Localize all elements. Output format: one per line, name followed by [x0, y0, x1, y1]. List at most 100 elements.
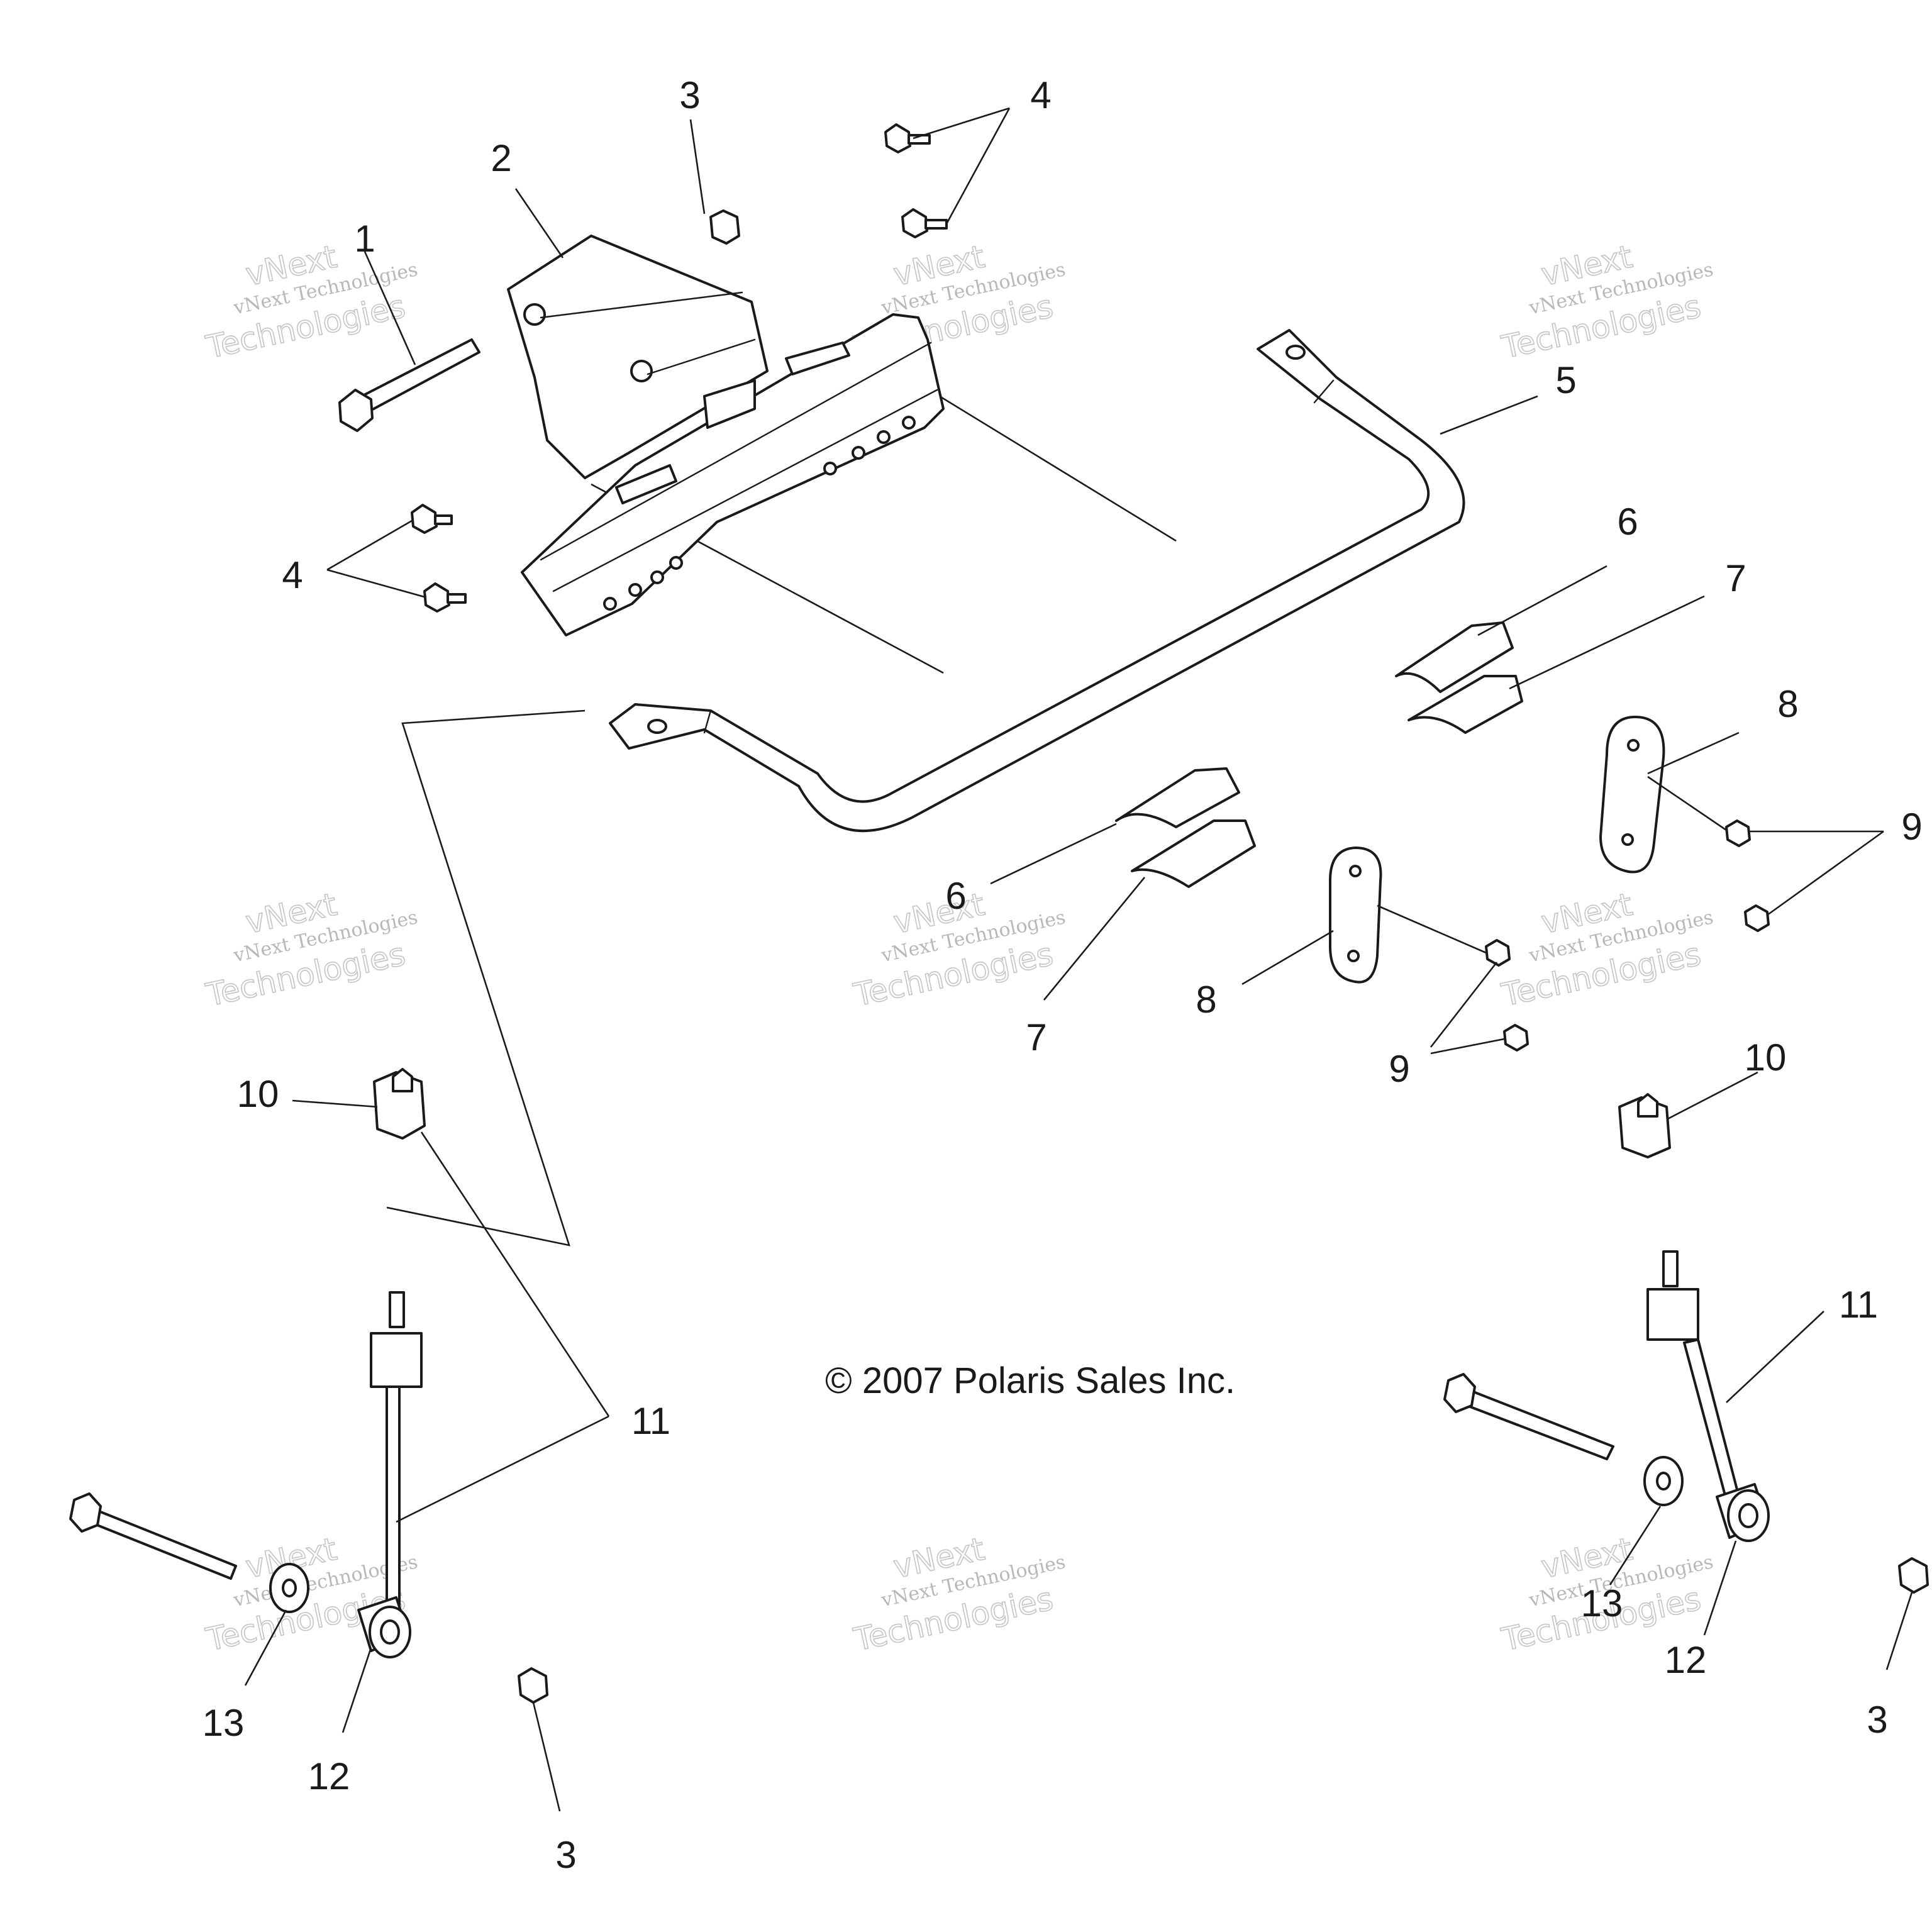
small-bolt-head [423, 582, 450, 613]
bushing-half [1115, 767, 1240, 828]
part-8-clamp-right [1599, 716, 1665, 874]
callout-3: 3 [555, 1834, 576, 1876]
leader-line [396, 1415, 609, 1523]
bolt-lower-right [1443, 1373, 1614, 1460]
callout-9: 9 [1389, 1048, 1409, 1090]
callout-4: 4 [1030, 74, 1051, 116]
bracket-hole [630, 360, 653, 382]
stabilizer-end-seam [703, 709, 712, 734]
watermark: vNext vNext Technologies Technologies [1497, 238, 1715, 366]
leader-line [689, 119, 706, 214]
callout-7: 7 [1026, 1016, 1046, 1058]
callout-3: 3 [1867, 1699, 1887, 1741]
leader-line [1885, 1592, 1913, 1670]
watermark: vNext vNext Technologies Technologies [850, 238, 1067, 366]
watermark: vNext vNext Technologies Technologies [850, 1530, 1067, 1658]
bracket-window [703, 379, 756, 429]
leader-line [1767, 830, 1884, 916]
small-bolt-shank [924, 219, 948, 230]
bracket-rail-edge [540, 341, 932, 561]
leader-line [1377, 904, 1487, 954]
leader-line [945, 108, 1011, 225]
bolt-head [1443, 1373, 1476, 1413]
bracket-upper-body [507, 235, 769, 479]
stabilizer-bar-body [609, 329, 1465, 833]
leader-line [341, 1647, 372, 1733]
leader-line [292, 1099, 378, 1108]
bracket-hole [628, 583, 642, 597]
part-3-nut [709, 209, 740, 245]
leader-line [1666, 1071, 1758, 1121]
clamp-hole [1349, 865, 1362, 877]
part-7-bushing-right [1407, 675, 1523, 734]
bracket-hole [669, 556, 683, 570]
bracket-slot [615, 464, 677, 504]
leader-line [1509, 595, 1705, 690]
flange-nut [1744, 904, 1770, 932]
watermark-group: vNext vNext Technologies Technologies vN… [202, 238, 1715, 1658]
leader-line [364, 251, 416, 365]
nut-body [518, 1667, 548, 1704]
callout-6: 6 [945, 875, 966, 917]
part-8-clamp-center [1329, 847, 1382, 984]
bracket-hole [823, 462, 837, 475]
callout-8: 8 [1777, 683, 1798, 725]
clamp-plate [1329, 847, 1382, 984]
part-13-washer-right [1643, 1456, 1684, 1506]
part-12-eye-left [357, 1596, 411, 1658]
link-bushing [1646, 1288, 1699, 1341]
part-2-stabilizer-mount-bracket [507, 235, 945, 636]
eye-hole [380, 1619, 400, 1645]
watermark: vNext vNext Technologies Technologies [202, 238, 419, 366]
callout-6: 6 [1617, 501, 1638, 543]
part-12-eye-right [1716, 1483, 1770, 1542]
bolt-shank [88, 1508, 237, 1580]
part-4-bolts [411, 123, 948, 613]
callout-11: 11 [631, 1400, 670, 1442]
leader-line [1647, 731, 1740, 775]
bushing-half [1407, 675, 1523, 734]
link-stud [1662, 1250, 1679, 1287]
part-6-bushing-right [1395, 621, 1514, 693]
part-1-bolt [338, 338, 480, 432]
callout-4: 4 [282, 554, 303, 596]
bolt-head [338, 389, 374, 432]
bracket-hole [877, 430, 891, 444]
callout-labels: 1 2 3 3 3 4 4 5 6 6 7 7 8 8 9 9 10 10 11… [203, 74, 1923, 1876]
flange-nut [1725, 819, 1751, 847]
bracket-tube [540, 291, 743, 319]
small-bolt-shank [434, 514, 453, 525]
leader-line [326, 519, 413, 571]
bolt-lower-left [69, 1492, 237, 1580]
callout-8: 8 [1196, 979, 1216, 1021]
stabilizer-end-seam [1313, 379, 1335, 404]
small-bolt-head [884, 123, 911, 153]
bushing-half [1131, 819, 1256, 888]
nut-body [709, 209, 740, 245]
callout-10: 10 [237, 1073, 279, 1115]
bracket-rail-edge [552, 389, 938, 592]
leader-line [1609, 1506, 1662, 1585]
washer-hole [1656, 1472, 1671, 1491]
callout-11: 11 [1839, 1284, 1878, 1326]
part-10-grommet-right [1618, 1093, 1671, 1158]
leader-line [1477, 565, 1607, 636]
part-7-bushing-center [1131, 819, 1256, 888]
leader-lines [244, 107, 1913, 1812]
callout-10: 10 [1745, 1036, 1787, 1079]
callout-7: 7 [1725, 557, 1746, 599]
part-9-nuts [1485, 819, 1770, 1052]
part-6-bushing-center [1115, 767, 1240, 828]
leader-line [1726, 1311, 1824, 1403]
leader-line [420, 1131, 610, 1417]
leader-line [514, 188, 564, 258]
clamp-hole [1621, 833, 1634, 846]
bolt-head [69, 1492, 102, 1533]
assembly-bracket-line [386, 709, 586, 1246]
grommet-top [392, 1068, 413, 1092]
part-3-nut-lower-right [1898, 1557, 1929, 1594]
bolt-shank [1461, 1389, 1614, 1460]
bracket-hole [852, 446, 865, 460]
bracket-slot [785, 341, 850, 375]
